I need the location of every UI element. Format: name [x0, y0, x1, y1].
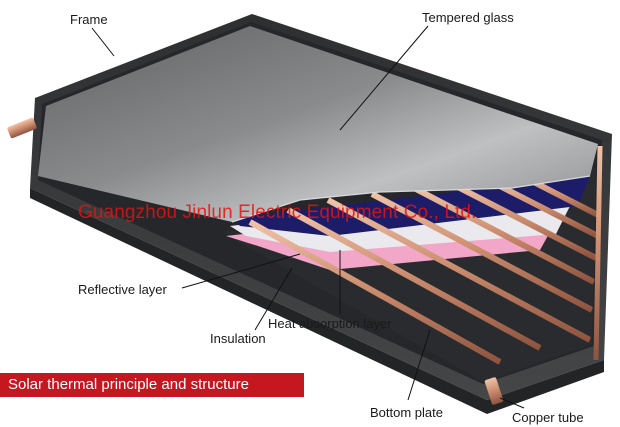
leader-lines — [91, 25, 525, 409]
label-reflective-layer: Reflective layer — [78, 282, 167, 297]
label-heat-absorption-layer: Heat absorption layer — [268, 316, 392, 331]
frame-side — [30, 188, 604, 414]
watermark-text: Guangzhou Jinlun Electric Equipment Co.,… — [78, 202, 477, 223]
copper-inlet-left — [7, 117, 37, 139]
title-banner: Solar thermal principle and structure — [0, 373, 304, 397]
label-tempered-glass: Tempered glass — [422, 10, 514, 25]
label-copper-tube: Copper tube — [512, 410, 584, 425]
label-frame: Frame — [70, 12, 108, 27]
heat-absorption-layer — [232, 176, 590, 236]
label-insulation: Insulation — [210, 331, 266, 346]
label-bottom-plate: Bottom plate — [370, 405, 443, 420]
header-pipe — [593, 145, 603, 361]
banner-title: Solar thermal principle and structure — [8, 376, 249, 393]
copper-tubes — [248, 173, 602, 365]
tempered-glass — [38, 26, 598, 222]
copper-outlet-right — [484, 377, 504, 405]
